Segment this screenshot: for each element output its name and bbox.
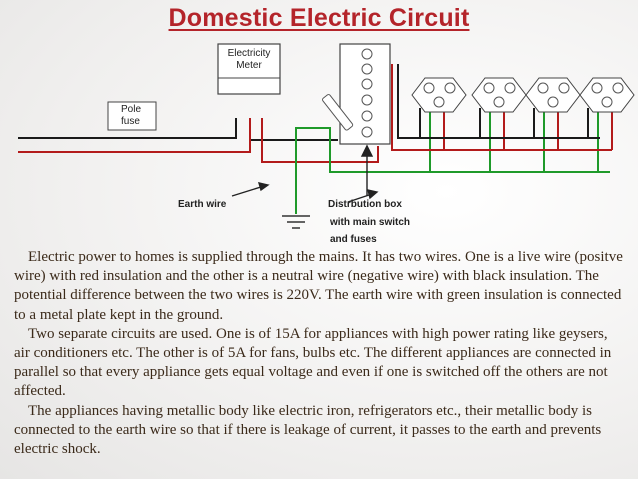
circuit-diagram [18,43,635,229]
appliance-neutral-wires [397,64,600,139]
distribution-box-label-3: and fuses [330,234,377,245]
meter-label-line2: Meter [236,60,262,71]
distribution-box-label-1: Distrbution box [328,199,402,210]
socket-2 [471,77,527,113]
paragraph-3: The appliances having metallic body like… [14,402,602,458]
distribution-arrow-up [360,144,374,196]
ground-symbol [282,215,310,229]
pole-fuse-box [107,101,157,131]
appliance-live-wires [391,64,613,151]
pole-fuse-line1: Pole [121,104,142,115]
page-title: Domestic Electric Circuit [168,4,470,32]
neutral-wire [18,118,338,141]
socket-4 [579,77,635,113]
electricity-meter-label: Electricity Meter [219,48,279,76]
socket-1 [411,77,467,113]
socket-3 [525,77,581,113]
body-text: Electric power to homes is supplied thro… [14,248,626,459]
distribution-box [322,43,391,145]
earth-wire-arrow [231,182,270,197]
paragraph-2: Two separate circuits are used. One is o… [14,325,612,400]
paragraph-1: Electric power to homes is supplied thro… [14,249,623,323]
live-wire [18,118,379,163]
pole-fuse-line2: fuse [121,116,140,127]
electricity-meter-box [217,43,281,95]
distribution-arrow-diag [347,189,379,203]
meter-label-line1: Electricity [227,48,271,59]
earth-wire-label: Earth wire [178,199,227,210]
pole-fuse-label: Pole fuse [109,103,155,129]
distribution-box-label-2: with main switch [330,217,411,228]
